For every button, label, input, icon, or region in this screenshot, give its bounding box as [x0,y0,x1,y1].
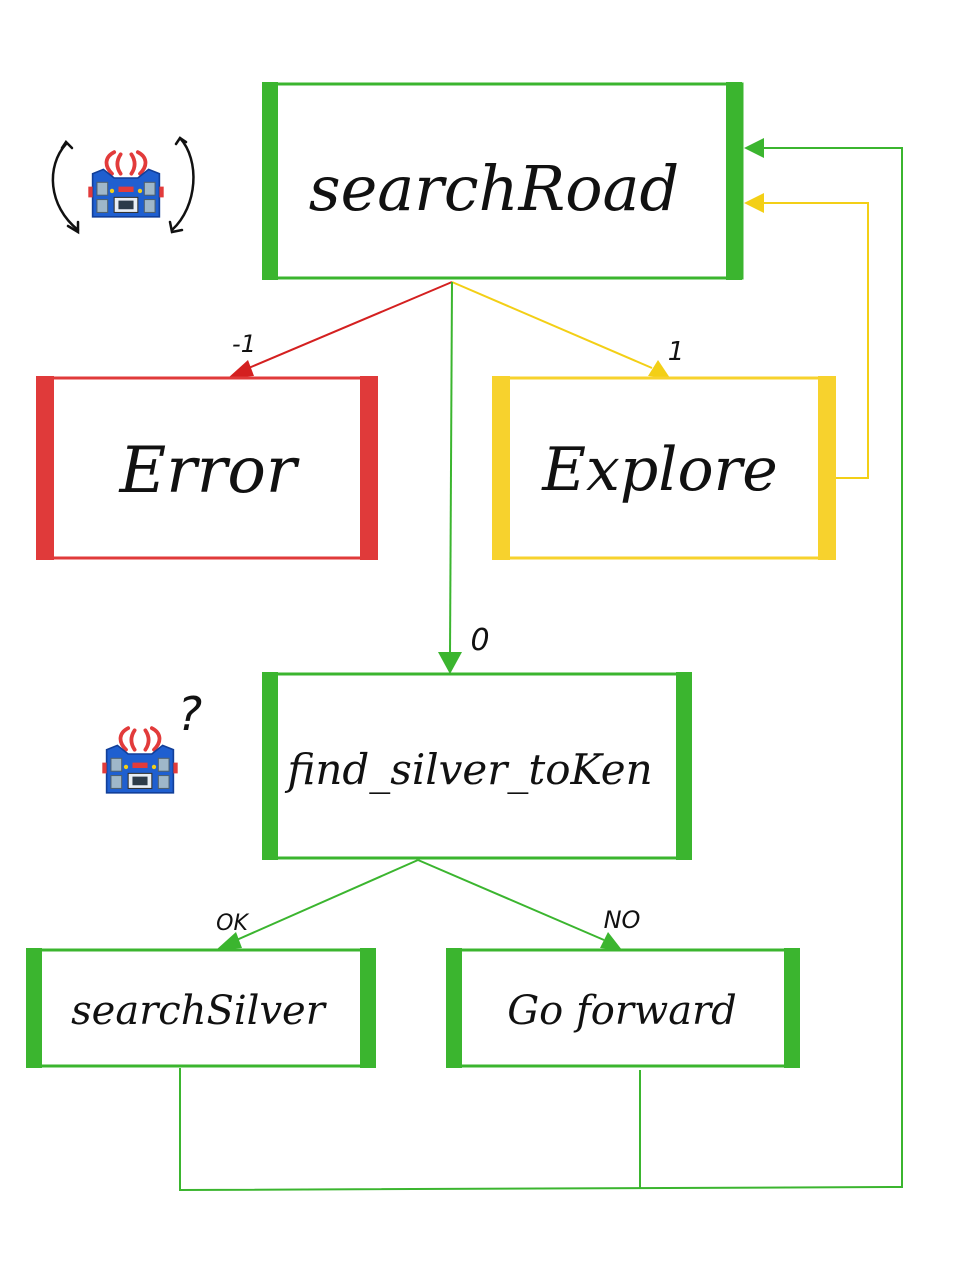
question-mark: ? [178,687,202,741]
edge-to-go-forward [417,859,622,950]
edge-to-explore [451,281,670,378]
node-go-forward: Go forward [446,948,800,1068]
rotating-robot-icon [51,136,195,235]
node-explore-label: Explore [541,435,778,505]
node-explore: Explore [492,376,836,560]
node-error-label: Error [118,434,299,508]
node-search-silver-label: searchSilver [71,988,328,1034]
edge-label-explore: 1 [668,337,685,367]
node-go-forward-label: Go forward [507,988,737,1034]
edge-label-error: -1 [232,330,256,358]
edge-to-search-silver [216,859,419,950]
edge-explore-loop [744,193,869,479]
node-search-road: searchRoad [262,82,744,280]
searching-robot-icon: ? [102,687,202,795]
node-search-road-label: searchRoad [309,152,679,225]
node-find-silver-token-label: find_silver_toKen [284,745,652,794]
edge-to-find-token [438,281,462,674]
edge-to-error [228,281,453,378]
node-error: Error [36,376,378,560]
node-search-silver: searchSilver [26,948,376,1068]
edge-return-loop [179,138,903,1192]
edge-label-no: NO [604,906,641,934]
edge-label-ok: OK [216,911,249,936]
edge-label-find-token: 0 [470,623,489,658]
node-find-silver-token: find_silver_toKen [262,672,692,860]
